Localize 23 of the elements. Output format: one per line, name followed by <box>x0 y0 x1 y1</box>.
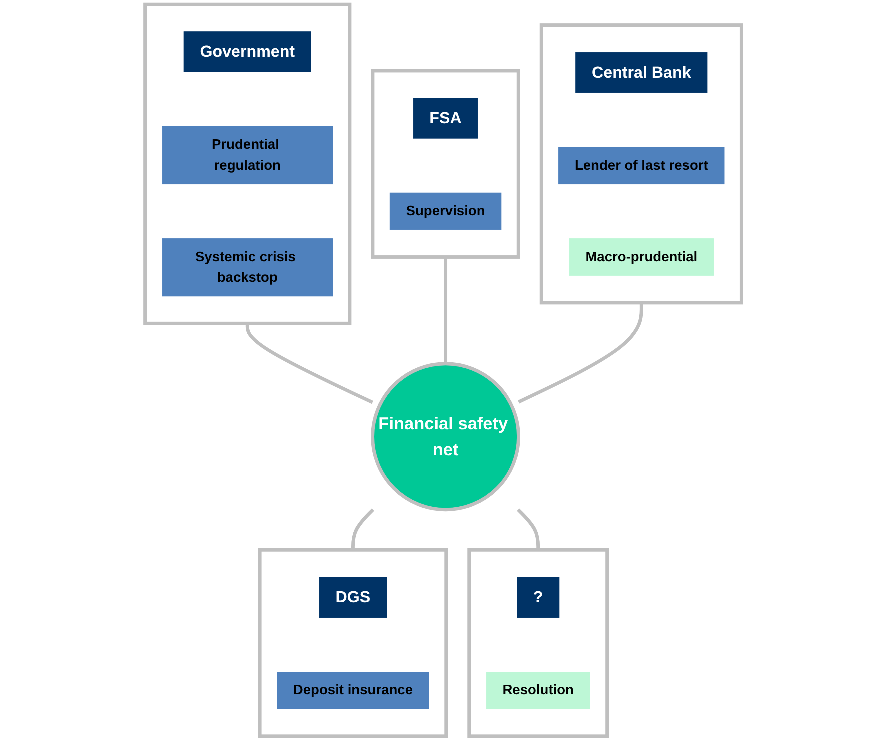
node-box: Systemic crisis backstop <box>162 238 333 297</box>
node-box: Central Bank <box>576 52 708 94</box>
connector <box>246 324 374 404</box>
node-box: Government <box>184 32 312 72</box>
node-box: Prudential regulation <box>162 126 333 185</box>
node-box: Lender of last resort <box>558 147 725 185</box>
node-box: Macro-prudential <box>569 238 714 276</box>
cluster <box>371 69 520 259</box>
connector <box>517 508 540 550</box>
cluster <box>540 24 744 305</box>
node-box: Deposit insurance <box>277 672 430 710</box>
cluster <box>144 2 352 326</box>
node-box: FSA <box>413 98 478 139</box>
node-circle: Financial safety net <box>371 362 521 512</box>
cluster <box>468 548 610 738</box>
connector <box>444 257 448 364</box>
node-box: Resolution <box>486 672 590 710</box>
node-box: DGS <box>319 577 388 618</box>
cluster <box>258 548 448 738</box>
node-box: Supervision <box>390 192 502 230</box>
connector <box>352 508 374 550</box>
node-box: ? <box>517 577 560 618</box>
connector <box>518 302 644 404</box>
